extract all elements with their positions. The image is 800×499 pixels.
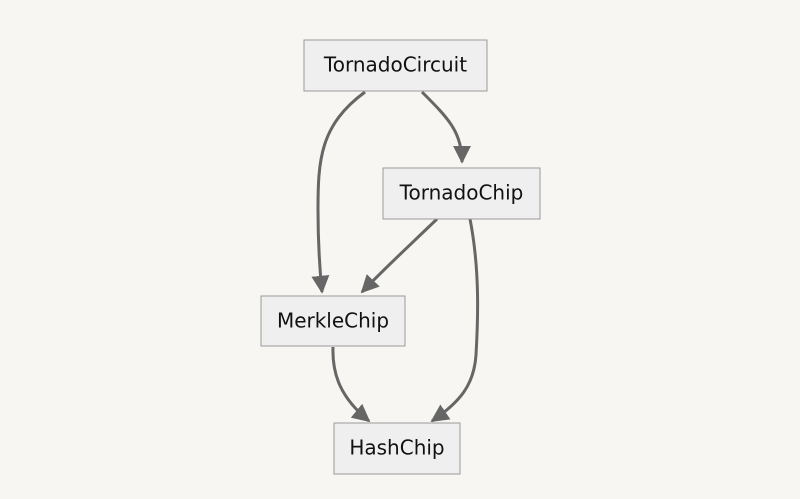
edge-merklechip-to-hashchip (331, 346, 371, 423)
edge-tornadochip-to-hashchip (430, 218, 480, 423)
edge-tornadocircuit-to-tornadochip (420, 90, 471, 164)
node-tornado-chip: TornadoChip (382, 167, 541, 220)
edge-tornadochip-to-merklechip (360, 217, 439, 294)
node-tornado-circuit-box (303, 39, 488, 92)
node-merkle-chip: MerkleChip (260, 295, 406, 347)
edge-tornadocircuit-to-merklechip (311, 90, 366, 294)
node-tornado-circuit-label: TornadoCircuit (323, 53, 467, 77)
node-merkle-chip-box (260, 295, 406, 347)
node-hash-chip-label: HashChip (349, 436, 444, 460)
node-merkle-chip-label: MerkleChip (277, 309, 389, 333)
node-tornado-chip-label: TornadoChip (399, 181, 524, 205)
node-hash-chip-box (333, 422, 461, 475)
node-hash-chip: HashChip (333, 422, 461, 475)
node-tornado-chip-box (382, 167, 541, 220)
node-tornado-circuit: TornadoCircuit (303, 39, 488, 92)
